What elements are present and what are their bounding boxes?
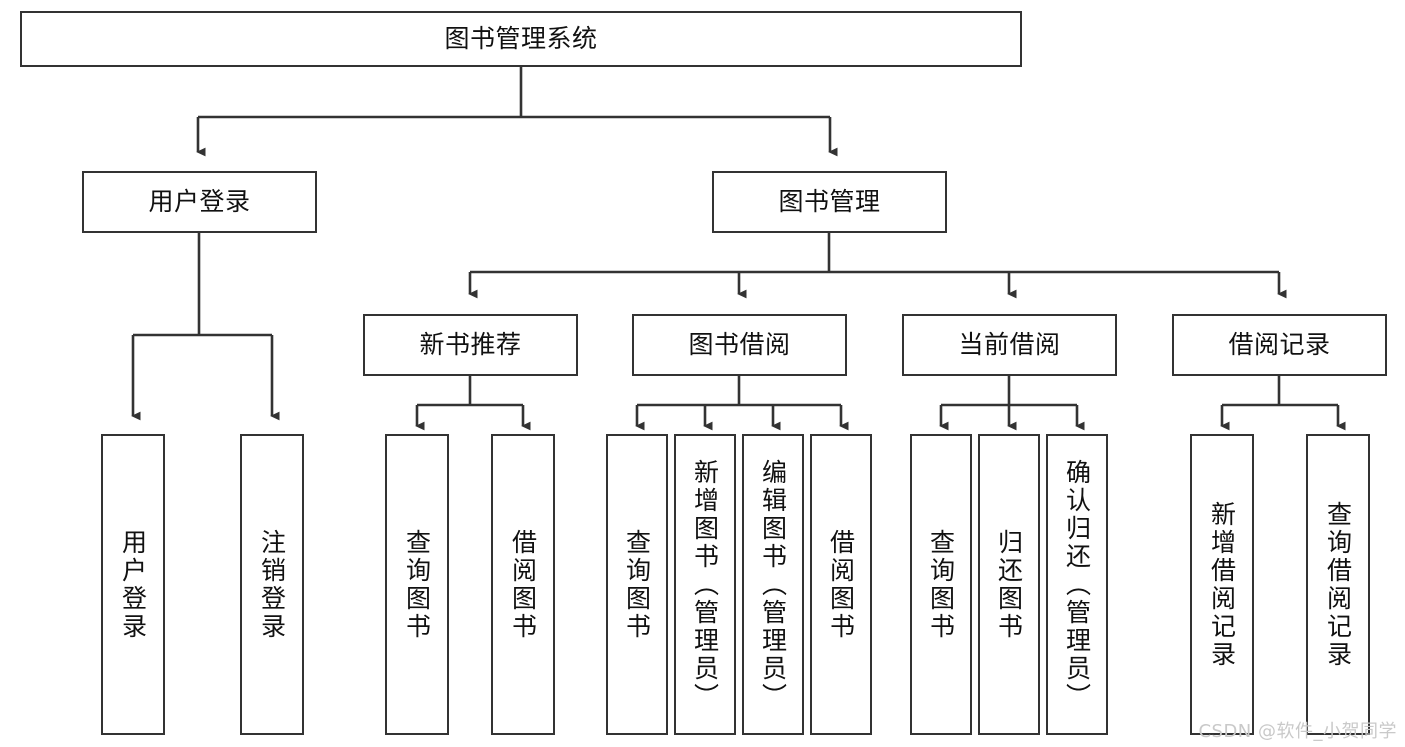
node-root-label: 图书管理系统 xyxy=(444,24,598,54)
node-leaf-user-login[interactable]: 用户登录 xyxy=(101,434,165,735)
node-leaf-query-book-3[interactable]: 查询图书 xyxy=(910,434,972,735)
node-book-borrow[interactable]: 图书借阅 xyxy=(632,314,847,376)
node-current-borrow[interactable]: 当前借阅 xyxy=(902,314,1117,376)
node-user-login-label: 用户登录 xyxy=(148,187,251,217)
node-leaf-query-book-2[interactable]: 查询图书 xyxy=(606,434,668,735)
node-new-book-rec[interactable]: 新书推荐 xyxy=(363,314,578,376)
node-leaf-edit-book-label: 编辑图书（管理员） xyxy=(758,458,788,711)
node-user-login[interactable]: 用户登录 xyxy=(82,171,317,233)
node-leaf-borrow-book-1-label: 借阅图书 xyxy=(508,528,538,641)
node-book-manage[interactable]: 图书管理 xyxy=(712,171,947,233)
node-root[interactable]: 图书管理系统 xyxy=(20,11,1022,67)
node-leaf-query-book-1-label: 查询图书 xyxy=(402,528,432,641)
node-book-borrow-label: 图书借阅 xyxy=(688,330,791,360)
node-leaf-add-record-label: 新增借阅记录 xyxy=(1207,500,1237,669)
node-leaf-add-book[interactable]: 新增图书（管理员） xyxy=(674,434,736,735)
node-borrow-record-label: 借阅记录 xyxy=(1228,330,1331,360)
node-leaf-confirm-return[interactable]: 确认归还（管理员） xyxy=(1046,434,1108,735)
node-leaf-return-book[interactable]: 归还图书 xyxy=(978,434,1040,735)
node-leaf-logout[interactable]: 注销登录 xyxy=(240,434,304,735)
node-leaf-add-book-label: 新增图书（管理员） xyxy=(690,458,720,711)
node-new-book-rec-label: 新书推荐 xyxy=(419,330,522,360)
node-borrow-record[interactable]: 借阅记录 xyxy=(1172,314,1387,376)
node-leaf-edit-book[interactable]: 编辑图书（管理员） xyxy=(742,434,804,735)
node-book-manage-label: 图书管理 xyxy=(778,187,881,217)
node-leaf-logout-label: 注销登录 xyxy=(257,528,287,641)
node-leaf-confirm-return-label: 确认归还（管理员） xyxy=(1062,458,1092,711)
node-leaf-add-record[interactable]: 新增借阅记录 xyxy=(1190,434,1254,735)
node-leaf-borrow-book-1[interactable]: 借阅图书 xyxy=(491,434,555,735)
node-leaf-query-book-2-label: 查询图书 xyxy=(622,528,652,641)
node-leaf-query-book-3-label: 查询图书 xyxy=(926,528,956,641)
csdn-watermark: CSDN @软件_小贺同学 xyxy=(1198,721,1397,742)
node-leaf-borrow-book-2-label: 借阅图书 xyxy=(826,528,856,641)
node-leaf-borrow-book-2[interactable]: 借阅图书 xyxy=(810,434,872,735)
node-leaf-query-record-label: 查询借阅记录 xyxy=(1323,500,1353,669)
node-current-borrow-label: 当前借阅 xyxy=(958,330,1061,360)
node-leaf-return-book-label: 归还图书 xyxy=(994,528,1024,641)
node-leaf-user-login-label: 用户登录 xyxy=(118,528,148,641)
node-leaf-query-book-1[interactable]: 查询图书 xyxy=(385,434,449,735)
node-leaf-query-record[interactable]: 查询借阅记录 xyxy=(1306,434,1370,735)
